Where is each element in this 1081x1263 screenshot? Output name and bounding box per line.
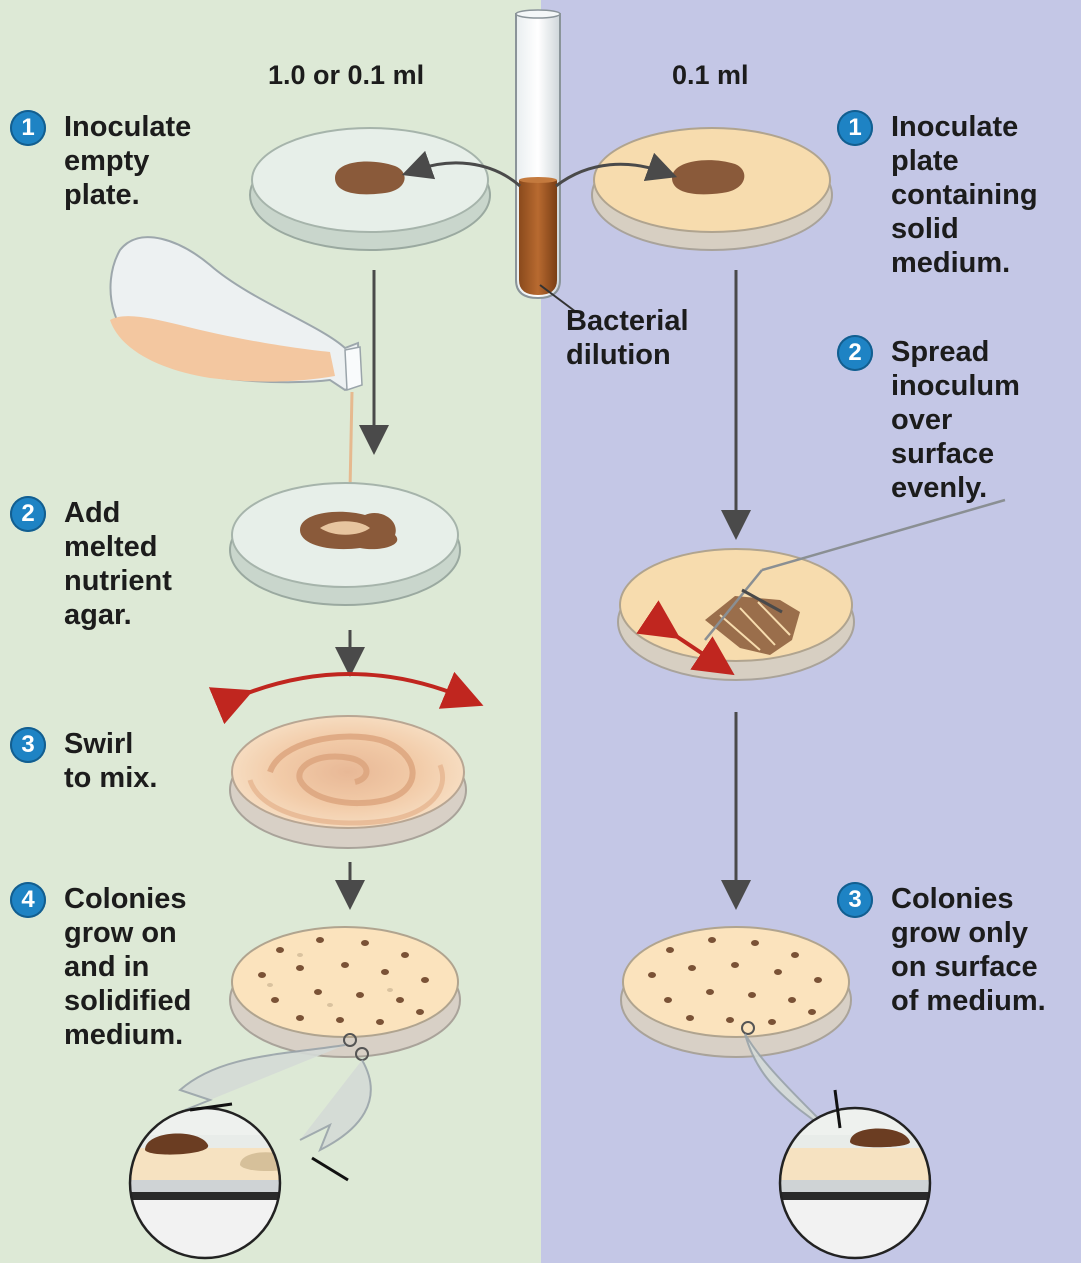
left-step-3-badge: 3 [10, 727, 46, 763]
spreading-petri-dish-icon [618, 549, 854, 680]
poured-agar-stream [350, 392, 352, 490]
right-volume-heading: 0.1 ml [672, 60, 749, 91]
right-step-2-label: Spread inoculum over surface evenly. [891, 335, 1020, 505]
right-step-3-label: Colonies grow only on surface of medium. [891, 882, 1046, 1018]
left-step-1-label: Inoculate empty plate. [64, 110, 191, 212]
colonies-in-agar-petri-dish-icon [230, 927, 460, 1060]
right-step-1-badge: 1 [837, 110, 873, 146]
right-step-3-badge: 3 [837, 882, 873, 918]
left-step-2-label: Add melted nutrient agar. [64, 496, 172, 632]
inoculum-drop [672, 160, 744, 194]
empty-petri-dish-icon [250, 128, 490, 250]
left-step-1-badge: 1 [10, 110, 46, 146]
left-step-4-label: Colonies grow on and in solidified mediu… [64, 882, 191, 1052]
right-step-2-badge: 2 [837, 335, 873, 371]
left-step-4-badge: 4 [10, 882, 46, 918]
bacterial-dilution-label: Bacterial dilution [566, 304, 689, 372]
inoculum-drop [335, 162, 405, 195]
left-step-2-badge: 2 [10, 496, 46, 532]
left-step-3-label: Swirl to mix. [64, 727, 157, 795]
left-volume-heading: 1.0 or 0.1 ml [268, 60, 424, 91]
test-tube-icon [516, 10, 560, 298]
agar-added-petri-dish-icon [230, 483, 460, 605]
right-step-1-label: Inoculate plate containing solid medium. [891, 110, 1038, 280]
colonies-on-surface-petri-dish-icon [621, 927, 851, 1057]
agar-petri-dish-icon [592, 128, 832, 250]
